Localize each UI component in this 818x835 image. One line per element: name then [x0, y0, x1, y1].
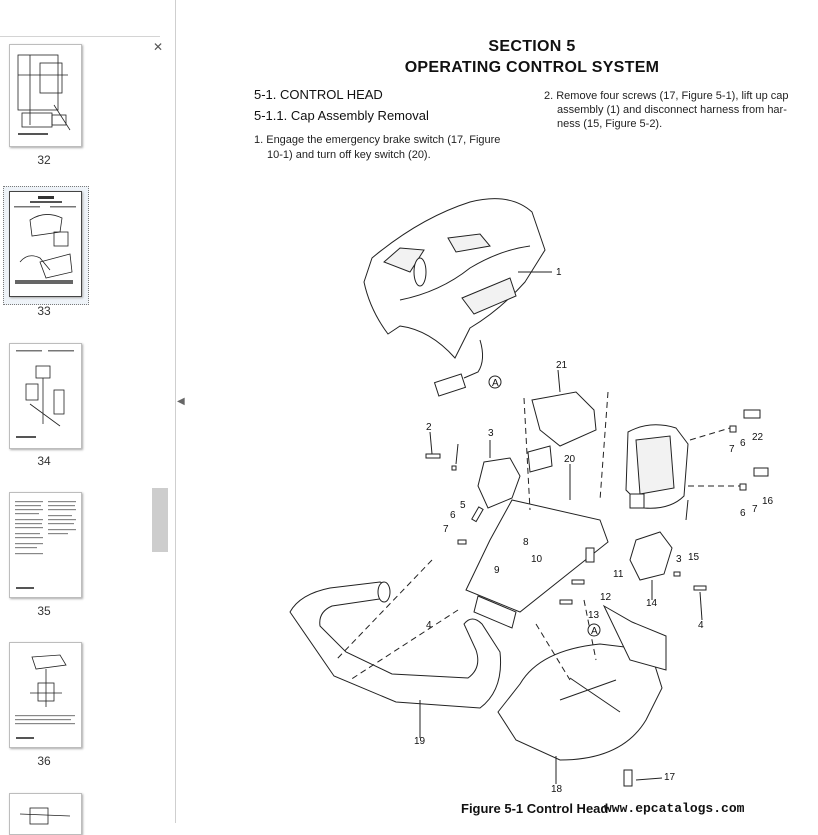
watermark: www.epcatalogs.com [604, 801, 745, 816]
callout-label: 16 [762, 496, 774, 507]
callout-label: 7 [729, 444, 735, 455]
callout-label: 1 [556, 267, 562, 278]
page-thumbnail-33[interactable] [9, 191, 82, 297]
sidebar-top-divider [0, 36, 160, 37]
section-title: OPERATING CONTROL SYSTEM [404, 59, 660, 76]
page-thumbnail-36[interactable] [9, 642, 82, 748]
callout-label: 22 [752, 432, 764, 443]
page-number-35: 35 [37, 604, 51, 618]
callout-label: 6 [450, 510, 456, 521]
heading-control-head: 5-1. CONTROL HEAD [254, 87, 383, 102]
callout-label: 8 [523, 537, 529, 548]
page-number-33: 33 [37, 304, 51, 318]
figure-caption: Figure 5-1 Control Head [461, 801, 609, 816]
close-sidebar-icon[interactable]: ✕ [153, 40, 164, 54]
step-1-line-1: 1. Engage the emergency brake switch (17… [254, 134, 501, 146]
control-head-preview [14, 196, 76, 284]
callout-label: 3 [488, 428, 494, 439]
block [477, 457, 521, 509]
callout-label: 6 [740, 508, 746, 519]
callout-label: 7 [443, 524, 449, 535]
callout-label: 21 [556, 360, 568, 371]
pod-bracket [465, 499, 609, 613]
callout-label: 4 [426, 620, 432, 631]
base-plate [497, 643, 663, 761]
callout-label: 2 [426, 422, 432, 433]
assembly-preview [15, 654, 75, 739]
partial-page-preview [19, 807, 71, 825]
exploded-view-preview [16, 350, 74, 438]
callout-label: 11 [613, 569, 624, 580]
thumbnail-sidebar: ✕ 32 33 [0, 0, 176, 835]
callout-label: 9 [494, 565, 500, 576]
text-page-preview [15, 501, 76, 589]
bracket [531, 391, 597, 447]
page-number-34: 34 [37, 454, 51, 468]
callout-label: 5 [460, 500, 466, 511]
sidebar-scrollbar-thumb[interactable] [152, 488, 168, 552]
callout-label: 3 [676, 554, 682, 565]
callout-label: 17 [664, 772, 676, 783]
step-1-line-2: 10-1) and turn off key switch (20). [267, 149, 431, 161]
step-2-line-2: assembly (1) and disconnect harness from… [557, 104, 787, 116]
step-2-line-3: ness (15, Figure 5-2). [557, 118, 663, 130]
callout-label: 13 [588, 610, 600, 621]
callout-label: 12 [600, 592, 612, 603]
page-number-32: 32 [37, 153, 51, 167]
section-number: SECTION 5 [488, 38, 576, 55]
page-thumbnail-34[interactable] [9, 343, 82, 449]
heading-cap-removal: 5-1.1. Cap Assembly Removal [254, 108, 429, 123]
schematic-preview [17, 54, 71, 135]
page-thumbnail-37[interactable] [9, 793, 82, 835]
callout-label: 19 [414, 736, 426, 747]
callout-label: 7 [752, 504, 758, 515]
document-page [188, 0, 818, 823]
step-2-line-1: 2. Remove four screws (17, Figure 5-1), … [544, 90, 789, 102]
collapse-sidebar-icon[interactable]: ◀ [177, 396, 185, 407]
callout-label: 20 [564, 454, 576, 465]
page-thumbnail-32[interactable] [9, 44, 82, 147]
connector-marker-a: A [591, 626, 598, 637]
callout-label: 14 [646, 598, 658, 609]
callout-label: 6 [740, 438, 746, 449]
page-thumbnail-35[interactable] [9, 492, 82, 598]
callout-label: 4 [698, 620, 704, 631]
cap-assembly [363, 198, 546, 359]
page-number-36: 36 [37, 754, 51, 768]
callout-label: 18 [551, 784, 563, 795]
handle-bar [289, 581, 502, 709]
connector-marker-a: A [492, 378, 499, 389]
callout-label: 15 [688, 552, 700, 563]
callout-label: 10 [531, 554, 543, 565]
